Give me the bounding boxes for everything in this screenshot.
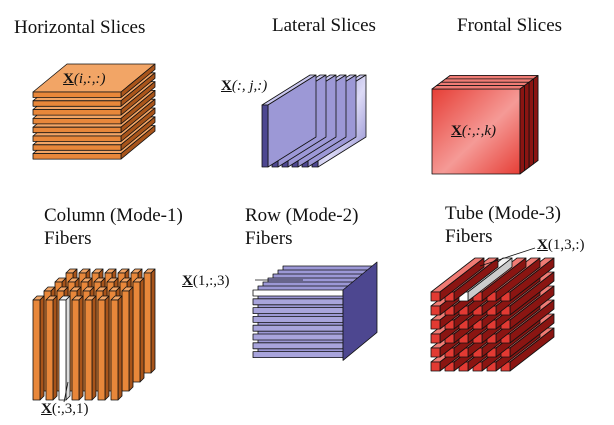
column-fiber (84, 299, 93, 401)
row-fiber (252, 333, 344, 341)
row-fiber (252, 351, 344, 359)
row-fibers-figure (252, 261, 378, 361)
frontal-slice-top (445, 75, 539, 80)
frontal-slice-label: X(:,:,k) (451, 123, 496, 140)
tensor-symbol: X (221, 78, 232, 94)
index-text: (1,3,:) (547, 237, 585, 253)
tube-fiber (430, 333, 441, 344)
tensor-symbol: X (451, 123, 462, 139)
column-fiber-side (65, 295, 71, 401)
index-text: (:,:,k) (461, 123, 496, 139)
tube-fiber (430, 305, 441, 316)
column-fiber-label: X(:,3,1) (41, 401, 89, 418)
tube-fibers-title-line2: Fibers (445, 226, 493, 247)
horizontal-slice-front (32, 135, 122, 142)
column-fiber (121, 290, 130, 392)
lateral-slices-figure (261, 74, 367, 168)
row-fiber (252, 324, 344, 332)
frontal-slice-top (436, 81, 530, 87)
column-fiber (110, 299, 119, 401)
horizontal-slice-front (32, 144, 122, 151)
tensor-symbol: X (182, 273, 193, 289)
tube-fiber-pointer (479, 247, 536, 267)
column-fiber (45, 299, 54, 401)
lateral-slice-front (261, 104, 269, 168)
lateral-slice-label: X(:, j,:) (221, 78, 267, 95)
horizontal-slice-front (32, 91, 122, 98)
row-fibers-title-line2: Fibers (245, 228, 293, 249)
frontal-slice-side (528, 78, 534, 168)
column-fiber (132, 281, 141, 383)
horizontal-slice-front (32, 100, 122, 107)
horizontal-slice-label: X(i,:,:) (63, 71, 106, 88)
tube-fiber (430, 319, 441, 330)
frontal-slice-side (519, 85, 525, 175)
frontal-slice-top (431, 85, 525, 90)
tensor-symbol: X (63, 71, 74, 87)
column-fiber (71, 299, 80, 401)
column-fiber-side (39, 295, 45, 401)
row-fibers-title-line1: Row (Mode-2) (245, 205, 359, 226)
horizontal-slices-title: Horizontal Slices (14, 17, 146, 38)
tube-fibers-figure (430, 247, 555, 372)
index-text: (1,:,3) (192, 273, 230, 289)
column-fibers-title-line1: Column (Mode-1) (44, 205, 183, 226)
horizontal-slice-front (32, 153, 122, 160)
tensor-symbol: X (41, 401, 52, 417)
lateral-slices-title: Lateral Slices (272, 15, 376, 36)
column-fiber-side (128, 286, 134, 392)
frontal-slices-figure (431, 75, 539, 175)
index-text: (:,3,1) (51, 401, 89, 417)
column-fiber (143, 272, 152, 374)
tube-fibers-title-line1: Tube (Mode-3) (445, 203, 561, 224)
row-fiber (252, 307, 344, 315)
horizontal-slices-figure (32, 63, 156, 160)
column-fiber (58, 299, 67, 401)
index-text: (:, j,:) (231, 78, 268, 94)
column-fiber-side (104, 295, 110, 401)
column-fiber (32, 299, 41, 401)
column-fiber-side (52, 295, 58, 401)
column-fibers-title-line2: Fibers (44, 228, 92, 249)
frontal-slices-title: Frontal Slices (457, 15, 563, 36)
horizontal-slice-front (32, 109, 122, 116)
column-fiber-side (91, 295, 97, 401)
horizontal-slice-front (32, 118, 122, 125)
row-fiber (252, 289, 344, 297)
column-fiber-side (117, 295, 123, 401)
tube-fiber (430, 347, 441, 358)
tube-fiber (430, 291, 441, 302)
column-fiber-pointer (63, 381, 69, 403)
column-fiber (97, 299, 106, 401)
horizontal-slice-front (32, 126, 122, 134)
frontal-slice-side (524, 81, 530, 172)
tube-fiber (430, 361, 441, 372)
frontal-slice-top (440, 78, 534, 83)
row-cube-side (342, 261, 378, 361)
row-fiber (252, 315, 344, 323)
tube-fiber-label: X(1,3,:) (537, 237, 585, 254)
row-fiber (252, 342, 344, 350)
row-fiber (252, 298, 344, 306)
row-fiber-label: X(1,:,3) (182, 273, 230, 290)
column-fiber-side (150, 268, 156, 374)
index-text: (i,:,:) (73, 71, 106, 87)
column-fiber-side (139, 277, 145, 383)
tensor-symbol: X (537, 237, 548, 253)
column-fiber-side (78, 295, 84, 401)
column-fibers-figure (32, 268, 156, 403)
frontal-slice-side (533, 75, 539, 165)
